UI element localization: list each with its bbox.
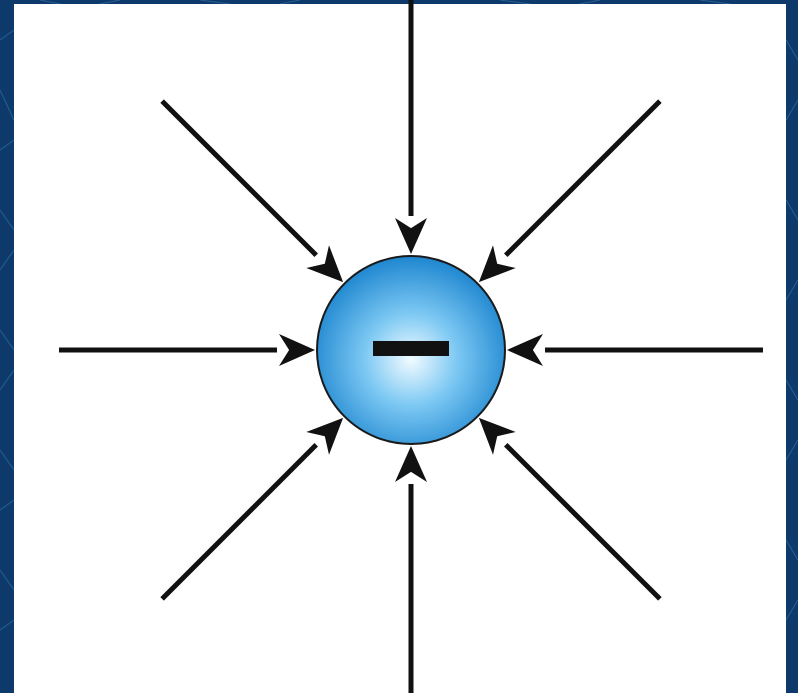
field-line-bottom-right [506, 445, 660, 599]
arrowhead-top-icon [395, 218, 427, 254]
arrowhead-bottom-icon [395, 446, 427, 482]
field-line-top-left [162, 101, 316, 255]
field-line-top-right [506, 101, 660, 255]
arrowhead-left-icon [279, 334, 315, 366]
arrowhead-right-icon [507, 334, 543, 366]
field-line-bottom-left [162, 445, 316, 599]
minus-sign-icon [373, 341, 449, 356]
